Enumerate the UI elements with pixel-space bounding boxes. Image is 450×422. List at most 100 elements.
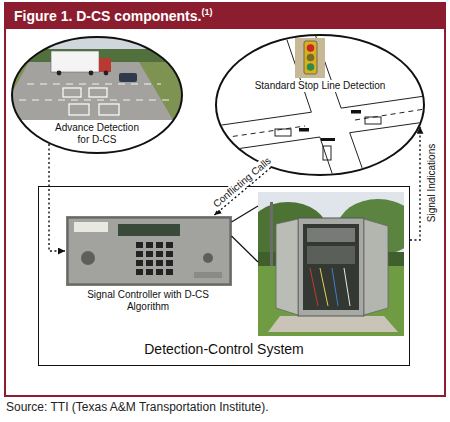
intersection-drawing <box>365 117 381 124</box>
highway-photo <box>63 88 81 97</box>
edge-label: Conflicting Calls <box>210 153 276 211</box>
highway-photo <box>119 73 137 82</box>
controller-photo <box>146 269 153 275</box>
cabinet-photo <box>268 316 398 332</box>
controller-photo <box>136 269 143 275</box>
cabinet-photo <box>320 268 328 306</box>
controller-photo <box>166 251 173 257</box>
intersection-drawing <box>215 34 425 176</box>
controller-photo <box>156 269 163 275</box>
intersection-drawing <box>320 137 333 176</box>
controller-photo <box>203 253 213 263</box>
cabinet-photo <box>258 192 404 336</box>
dotted-connector <box>410 127 420 240</box>
intersection-drawing <box>275 129 291 136</box>
intersection-drawing <box>307 63 315 71</box>
controller-wires <box>232 206 259 222</box>
intersection-drawing <box>215 137 320 152</box>
intersection-drawing <box>323 146 331 160</box>
controller-photo <box>136 260 143 266</box>
figure-frame <box>5 3 445 396</box>
detection-ellipse: Advance Detection for D-CS <box>11 36 183 154</box>
controller-photo <box>156 251 163 257</box>
cabinet-photo <box>344 268 350 306</box>
intersection-drawing <box>299 110 361 141</box>
cabinet-photo <box>364 219 388 315</box>
highway-photo <box>51 51 99 72</box>
ellipse-outline <box>12 37 182 153</box>
highway-photo <box>27 84 161 85</box>
cabinet-photo <box>307 228 355 242</box>
ellipse-outline <box>216 35 424 175</box>
cabinet-photo <box>298 218 364 316</box>
controller-photo <box>68 218 230 284</box>
figure-title: Figure 1. D-CS components. <box>14 8 201 24</box>
cabinet-photo <box>310 268 350 306</box>
dotted-connector <box>49 144 65 251</box>
highway-photo <box>139 62 183 120</box>
edge-label: Signal Indications <box>426 142 438 224</box>
ellipse-label: Advance Detection for D-CS <box>49 122 145 146</box>
footnote-ref: (1) <box>201 7 212 17</box>
controller-photo <box>166 242 173 248</box>
highway-photo <box>12 37 182 153</box>
box-title: Detection-Control System <box>144 341 304 357</box>
intersection-ellipse: Standard Stop Line Detection <box>215 34 425 176</box>
controller-photo <box>146 260 153 266</box>
intersection-drawing <box>351 110 361 114</box>
cabinet-photo <box>303 224 359 310</box>
cabinet-photo <box>307 246 355 264</box>
edge-label: Signal Indications <box>421 142 439 224</box>
ellipse-label: Standard Stop Line Detection <box>253 80 388 92</box>
intersection-drawing <box>295 38 325 78</box>
controller-box: Signal Controller with D-CS Algorithm <box>65 215 231 313</box>
controller-photo <box>74 222 108 232</box>
controller-wires <box>232 236 259 262</box>
controller-photo <box>194 272 222 278</box>
highway-photo <box>19 100 169 101</box>
controller-photo <box>146 251 153 257</box>
highway-photo <box>99 58 111 72</box>
controller-photo <box>66 216 232 286</box>
controller-photo <box>118 224 180 236</box>
source-caption: Source: TTI (Texas A&M Transportation In… <box>6 400 269 414</box>
controller-photo <box>166 269 173 275</box>
intersection-drawing <box>321 138 335 141</box>
intersection-drawing <box>299 128 309 132</box>
controller-photo <box>136 242 173 275</box>
cabinet-photo <box>310 268 318 306</box>
controller-photo <box>166 260 173 266</box>
cabinet-photo <box>270 202 273 272</box>
edge-label: Conflicting Calls <box>207 149 277 211</box>
controller-photo <box>136 251 143 257</box>
intersection-drawing <box>341 96 425 108</box>
controller-photo <box>156 242 163 248</box>
intersection-drawing <box>216 35 424 175</box>
controller-photo <box>81 251 95 265</box>
photo-caption: Signal Controller with D-CS Algorithm <box>73 289 223 313</box>
controller-photo <box>136 242 143 248</box>
intersection-drawing <box>307 44 315 52</box>
intersection-drawing <box>215 34 425 176</box>
highway-photo <box>104 71 109 76</box>
controller-photo <box>156 260 163 266</box>
highway-photo <box>99 104 119 115</box>
intersection-drawing <box>215 112 311 126</box>
intersection-drawing <box>307 54 315 62</box>
controller-photo <box>66 216 232 286</box>
intersection-drawing <box>350 122 425 133</box>
figure-frame <box>5 3 445 29</box>
cabinet-photo <box>332 268 338 306</box>
highway-photo <box>11 62 29 94</box>
controller-photo <box>146 242 153 248</box>
highway-photo <box>69 104 89 115</box>
highway-photo <box>11 36 183 120</box>
ellipse-outline <box>215 34 425 176</box>
highway-photo <box>89 88 107 97</box>
highway-photo <box>57 71 62 76</box>
cabinet-photo <box>276 219 298 315</box>
highway-photo <box>89 71 94 76</box>
caption-line: Source: TTI (Texas A&M Transportation In… <box>6 400 269 414</box>
